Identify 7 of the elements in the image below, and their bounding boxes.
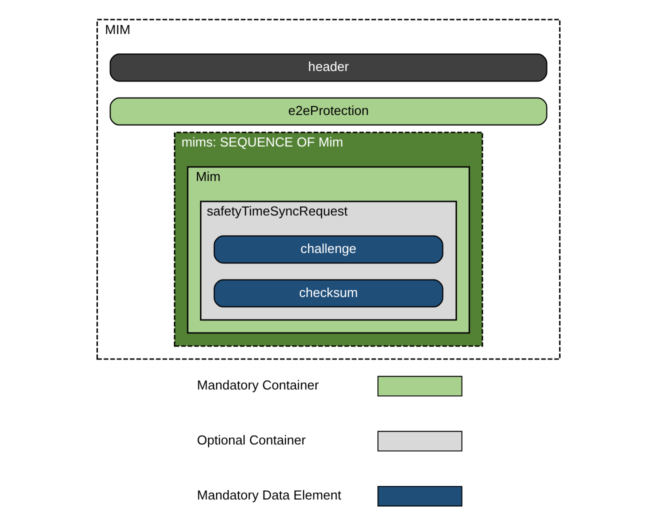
node-box: e2eProtection — [110, 97, 548, 126]
node-box: checksum — [214, 279, 444, 308]
legend-label: Optional Container — [196, 432, 306, 448]
node-box: challenge — [214, 235, 444, 264]
legend-label: Mandatory Data Element — [196, 488, 342, 503]
legend-label: Mandatory Container — [196, 378, 319, 393]
node-box: header — [110, 54, 548, 82]
